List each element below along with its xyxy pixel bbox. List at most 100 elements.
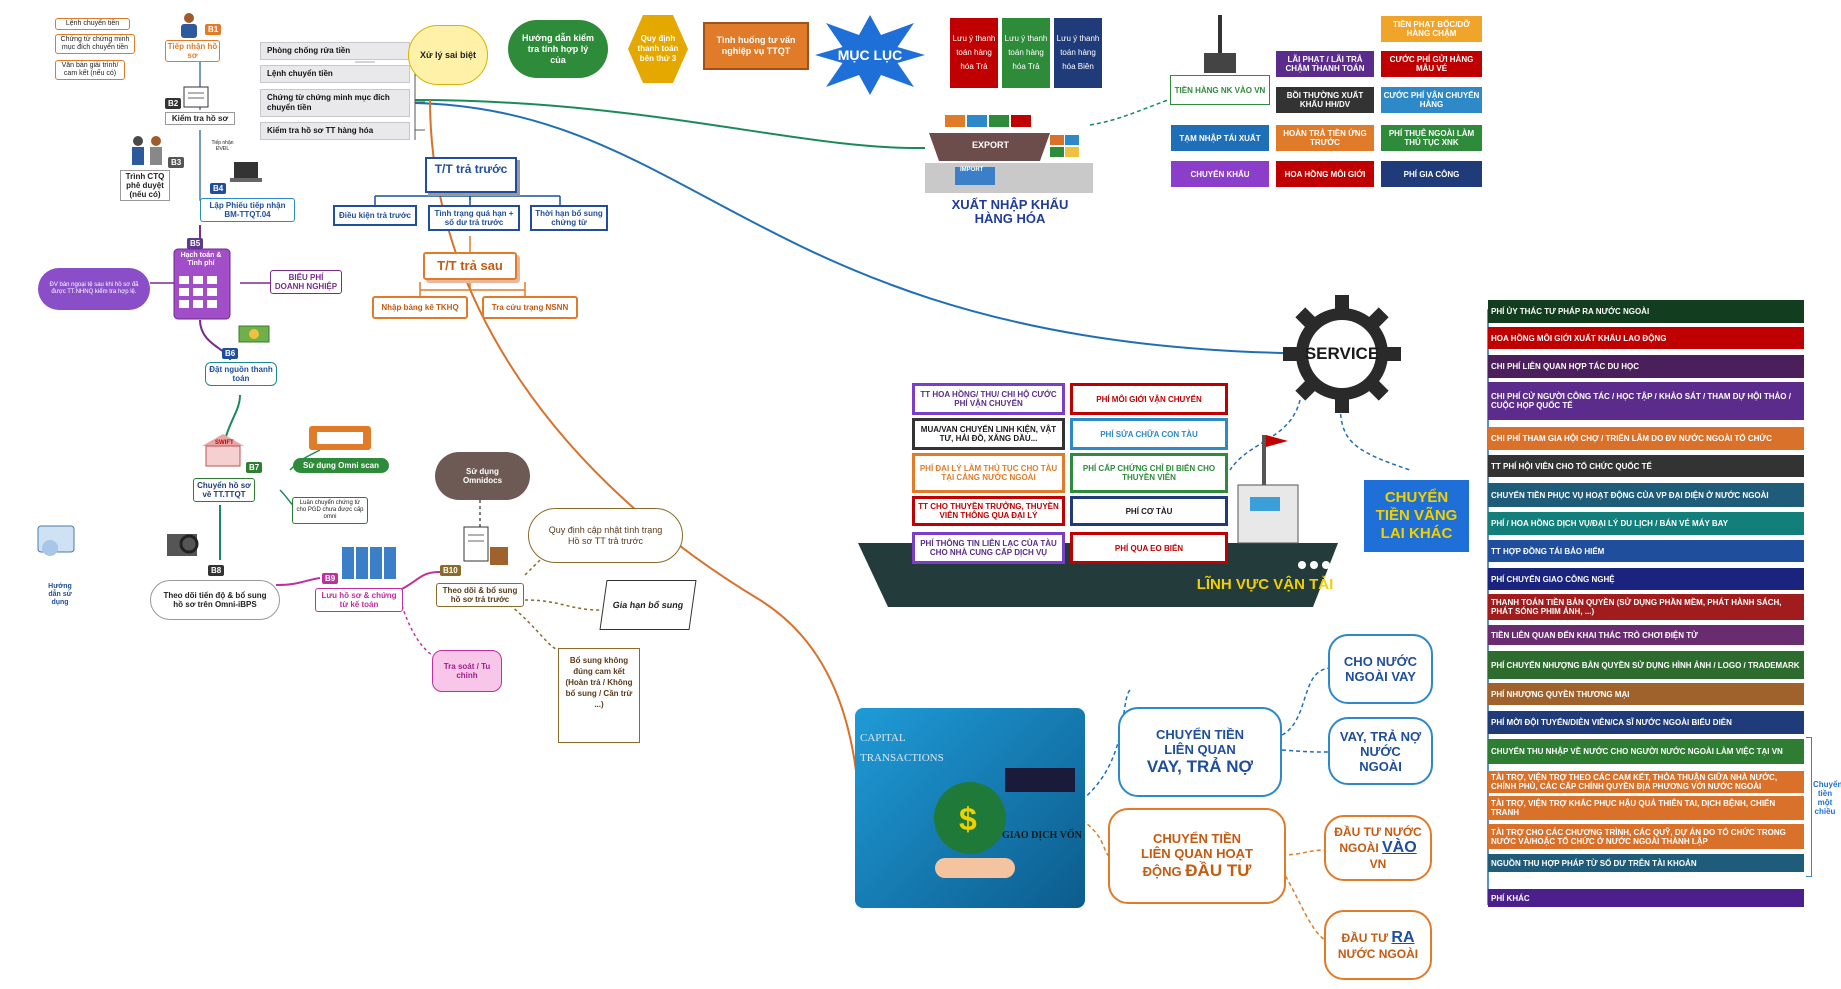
invest-line1: CHUYỂN TIỀN	[1152, 831, 1242, 846]
ie-cell-r1c2[interactable]: CƯỚC PHÍ GỬI HÀNG MẪU VÉ	[1380, 50, 1483, 78]
cloud-note-text: ĐV bán ngoại tệ sau khi hồ sơ đã được TT…	[49, 282, 139, 295]
b5-label[interactable]: Hạch toán & Tính phí	[180, 252, 222, 267]
step-tag-b6: B6	[222, 348, 239, 359]
transport-right-2[interactable]: PHÍ SỬA CHỮA CON TÀU	[1070, 418, 1228, 450]
speech-bubble[interactable]: Xử lý sai biệt	[408, 25, 488, 85]
fee-row[interactable]: PHÍ MỜI ĐỘI TUYỂN/DIỄN VIÊN/CA SĨ NƯỚC N…	[1488, 711, 1804, 734]
omnidocs-cloud[interactable]: Sử dụng Omnidocs	[435, 452, 530, 500]
tt-before-box[interactable]: T/T trả trước	[425, 157, 517, 193]
note-card-1-text: Lưu ý thanh toán hàng hóa Trả	[952, 34, 996, 71]
transport-right-4[interactable]: PHÍ CƠ TÀU	[1070, 496, 1228, 526]
ie-cell-r1c0[interactable]: TIỀN HÀNG NK VÀO VN	[1170, 75, 1270, 105]
fee-row[interactable]: HOA HỒNG MÔI GIỚI XUẤT KHẨU LAO ĐỘNG	[1488, 327, 1804, 349]
ie-cell-r2c2[interactable]: CƯỚC PHÍ VẬN CHUYỂN HÀNG	[1380, 86, 1483, 114]
fee-row[interactable]: PHÍ CHUYỂN NHƯỢNG BẢN QUYỀN SỬ DỤNG HÌNH…	[1488, 651, 1804, 679]
loan-bubble[interactable]: CHUYỂN TIỀN LIÊN QUAN VAY, TRẢ NỢ	[1118, 707, 1282, 797]
fee-row[interactable]: CHUYỂN THU NHẬP VỀ NƯỚC CHO NGƯỜI NƯỚC N…	[1488, 739, 1804, 764]
tt-before-child-1[interactable]: Điều kiện trả trước	[333, 205, 417, 226]
transport-left-3[interactable]: PHÍ ĐẠI LÝ LÀM THỦ TỤC CHO TÀU TẠI CẢNG …	[912, 453, 1065, 493]
invest-bubble[interactable]: CHUYỂN TIỀN LIÊN QUAN HOẠT ĐỘNG ĐẦU TƯ	[1108, 808, 1286, 904]
fee-row[interactable]: PHÍ KHÁC	[1488, 889, 1804, 907]
fee-row[interactable]: THANH TOÁN TIỀN BẢN QUYỀN (SỬ DỤNG PHẦN …	[1488, 594, 1804, 620]
hexagon-rule[interactable]: Quy định thanh toán bên thứ 3	[628, 15, 688, 83]
tt-before-child-2[interactable]: Tình trạng quá hạn + số dư trả trước	[428, 205, 520, 231]
transport-right-1[interactable]: PHÍ MÔI GIỚI VẬN CHUYỂN	[1070, 383, 1228, 415]
checklist-item-2[interactable]: Lệnh chuyển tiền	[260, 65, 410, 83]
checklist-item-4[interactable]: Kiểm tra hồ sơ TT hàng hóa	[260, 122, 410, 140]
transport-right-3[interactable]: PHÍ CẤP CHỨNG CHỈ ĐI BIỂN CHO THUYỀN VIÊ…	[1070, 453, 1228, 493]
fee-row[interactable]: TÀI TRỢ, VIỆN TRỢ THEO CÁC CAM KẾT, THỎA…	[1488, 771, 1804, 793]
step-tag-b5: B5	[187, 238, 204, 249]
b4-laptop-icon	[228, 160, 264, 188]
fee-box[interactable]: BIỂU PHÍ DOANH NGHIỆP	[270, 270, 342, 294]
import-export-title: XUẤT NHẬP KHẨU HÀNG HÓA	[951, 197, 1069, 226]
b9-label[interactable]: Lưu hồ sơ & chứng từ kế toán	[315, 588, 403, 612]
ie-cell-r3c1[interactable]: HOA HỒNG MÔI GIỚI	[1275, 160, 1375, 188]
service-gear[interactable]	[1283, 295, 1401, 413]
invest-out-text: ĐẦU TƯ RA NƯỚC NGOÀI	[1332, 929, 1424, 961]
tt-after-child-2[interactable]: Tra cứu trạng NSNN	[482, 296, 578, 319]
b7-label[interactable]: Chuyển hồ sơ về TT.TTQT	[193, 478, 255, 502]
transport-left-1[interactable]: TT HOA HỒNG/ THU/ CHI HỘ CƯỚC PHÍ VẬN CH…	[912, 383, 1065, 415]
b4-label[interactable]: Lập Phiếu tiếp nhận BM-TTQT.04	[200, 198, 295, 222]
ie-cell-r2c1[interactable]: HOÀN TRẢ TIỀN ỨNG TRƯỚC	[1275, 124, 1375, 152]
checklist-item-1[interactable]: Phòng chống rửa tiền	[260, 42, 410, 60]
guide-cloud[interactable]: Hướng dẫn kiểm tra tính hợp lý của	[508, 20, 608, 78]
fee-row[interactable]: TÀI TRỢ CHO CÁC CHƯƠNG TRÌNH, CÁC QUỸ, D…	[1488, 824, 1804, 849]
fee-row[interactable]: CHI PHÍ THAM GIA HỘI CHỢ / TRIỂN LÃM DO …	[1488, 427, 1804, 450]
note-card-1[interactable]: Lưu ý thanh toán hàng hóa Trả	[950, 18, 998, 88]
fee-row[interactable]: TÀI TRỢ, VIỆN TRỢ KHẮC PHỤC HẬU QUẢ THIÊ…	[1488, 796, 1804, 820]
b8-label[interactable]: Theo dõi tiến độ & bổ sung hồ sơ trên Om…	[150, 580, 280, 620]
capital-image-title: CAPITAL TRANSACTIONS	[860, 732, 944, 764]
fee-row[interactable]: TT HỢP ĐỒNG TÁI BẢO HIỂM	[1488, 540, 1804, 562]
fee-row[interactable]: PHÍ / HOA HỒNG DỊCH VỤ/ĐẠI LÝ DU LỊCH / …	[1488, 512, 1804, 535]
tt-after-box[interactable]: T/T trả sau	[423, 252, 517, 280]
b6-label[interactable]: Đặt nguồn thanh toán	[205, 362, 277, 386]
loan-child-2[interactable]: VAY, TRẢ NỢ NƯỚC NGOÀI	[1328, 717, 1433, 785]
fee-row[interactable]: CHI PHÍ LIÊN QUAN HỢP TÁC DU HỌC	[1488, 355, 1804, 378]
tt-after-child-1[interactable]: Nhập bảng kê TKHQ	[372, 296, 468, 319]
checklist-item-3[interactable]: Chứng từ chứng minh mục đích chuyển tiền	[260, 89, 410, 117]
guide-label[interactable]: Hướng dẫn sử dụng	[48, 583, 72, 606]
note-card-3[interactable]: Lưu ý thanh toán hàng hóa Biên	[1054, 18, 1102, 88]
money-icon	[235, 318, 275, 348]
scroll-case[interactable]: Tình huống tư vấn nghiệp vụ TTQT	[703, 22, 809, 70]
transport-left-4[interactable]: TT CHO THUYỀN TRƯỞNG, THUYỀN VIÊN THÔNG …	[912, 496, 1065, 526]
toc-starburst[interactable]: MỤC LỤC	[815, 15, 925, 95]
ie-cell-r3c0[interactable]: CHUYỂN KHẨU	[1170, 160, 1270, 188]
ie-cell-r3c2[interactable]: PHÍ THUÊ NGOÀI LÀM THỦ TỤC XNK	[1380, 124, 1483, 152]
fee-row[interactable]: PHÍ ỦY THÁC TƯ PHÁP RA NƯỚC NGOÀI	[1488, 300, 1804, 323]
transfer-box[interactable]: CHUYỂN TIỀN VÃNG LAI KHÁC	[1364, 480, 1469, 552]
invest-out-post: NƯỚC NGOÀI	[1337, 947, 1419, 961]
note-card-2[interactable]: Lưu ý thanh toán hàng hóa Trả	[1002, 18, 1050, 88]
tt-before-child-3[interactable]: Thời hạn bổ sung chứng từ	[530, 205, 608, 231]
ie-cell-r0c2[interactable]: TIỀN PHẠT BỐC/DỠ HÀNG CHẬM	[1380, 15, 1483, 43]
guide-icon[interactable]	[28, 520, 83, 568]
ie-cell-r2c0[interactable]: TẠM NHẬP TÁI XUẤT	[1170, 124, 1270, 152]
b8-magnifier-icon	[165, 530, 205, 566]
fee-row[interactable]: TT PHÍ HỘI VIÊN CHO TỔ CHỨC QUỐC TẾ	[1488, 455, 1804, 477]
transport-left-5[interactable]: PHÍ THÔNG TIN LIÊN LẠC CỦA TÀU CHO NHÀ C…	[912, 532, 1065, 564]
loan-child-1[interactable]: CHO NƯỚC NGOÀI VAY	[1328, 634, 1433, 704]
ie-cell-r4c2[interactable]: PHÍ GIA CÔNG	[1380, 160, 1483, 188]
fee-row[interactable]: PHÍ NHƯỢNG QUYỀN THƯƠNG MẠI	[1488, 683, 1804, 705]
ie-cell-r0c1[interactable]: LÃI PHẠT / LÃI TRẢ CHẬM THANH TOÁN	[1275, 50, 1375, 78]
b2-label[interactable]: Kiểm tra hồ sơ	[165, 112, 235, 125]
invest-out[interactable]: ĐẦU TƯ RA NƯỚC NGOÀI	[1324, 910, 1432, 980]
b3-label[interactable]: Trình CTQ phê duyệt (nếu có)	[120, 170, 170, 201]
fee-row[interactable]: CHUYỂN TIỀN PHỤC VỤ HOẠT ĐỘNG CỦA VP ĐẠI…	[1488, 483, 1804, 507]
fee-row[interactable]: PHÍ CHUYỂN GIAO CÔNG NGHỆ	[1488, 568, 1804, 590]
b10-label[interactable]: Theo dõi & bổ sung hồ sơ trả trước	[436, 583, 524, 607]
transport-right-5[interactable]: PHÍ QUA EO BIỂN	[1070, 532, 1228, 564]
b1-label[interactable]: Tiếp nhận hồ sơ	[165, 40, 220, 62]
speech-text: Xử lý sai biệt	[419, 50, 477, 60]
invest-in[interactable]: ĐẦU TƯ NƯỚC NGOÀI VÀO VN	[1324, 815, 1432, 881]
ie-cell-r1c1[interactable]: BỒI THƯỜNG XUẤT KHẨU HH/DV	[1275, 86, 1375, 114]
omni-scan-label[interactable]: Sử dụng Omni scan	[293, 458, 389, 473]
invest-out-pre: ĐẦU TƯ	[1341, 931, 1392, 945]
fee-row[interactable]: TIỀN LIÊN QUAN ĐẾN KHAI THÁC TRÒ CHƠI ĐI…	[1488, 625, 1804, 645]
fee-row[interactable]: CHI PHÍ CỬ NGƯỜI CÔNG TÁC / HỌC TẬP / KH…	[1488, 382, 1804, 420]
transport-left-2[interactable]: MUA/VAN CHUYỂN LINH KIỆN, VẬT TƯ, HẢI ĐỒ…	[912, 418, 1065, 450]
trace-box[interactable]: Tra soát / Tu chỉnh	[432, 650, 502, 692]
fee-row[interactable]: NGUỒN THU HỢP PHÁP TỪ SỐ DƯ TRÊN TÀI KHO…	[1488, 854, 1804, 872]
